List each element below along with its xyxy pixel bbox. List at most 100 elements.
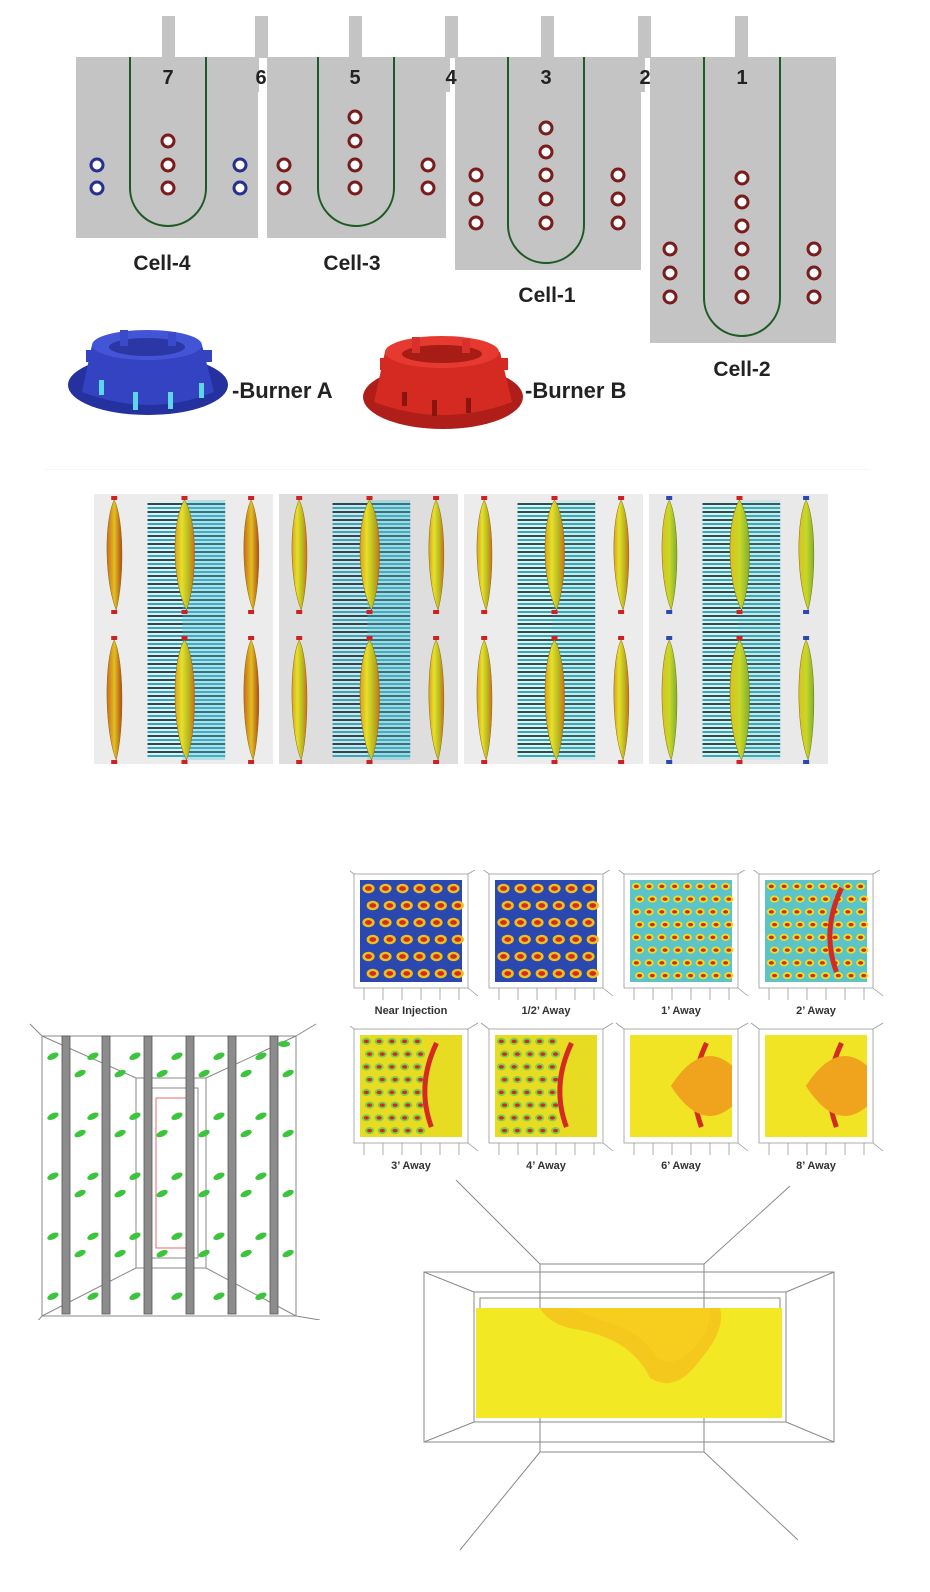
- droplet: [255, 1292, 267, 1300]
- burner-ring: [610, 215, 626, 231]
- droplet: [213, 1112, 225, 1120]
- burner-ring: [734, 265, 750, 281]
- burner-ring: [662, 265, 678, 281]
- burner-ring: [538, 167, 554, 183]
- droplet: [156, 1249, 168, 1258]
- burner-ring: [420, 157, 436, 173]
- droplet: [129, 1052, 141, 1060]
- burner-ring: [420, 180, 436, 196]
- flame-simulation-panels: [94, 494, 828, 764]
- contour-map: [615, 1022, 749, 1155]
- droplet: [47, 1052, 59, 1060]
- droplet: [114, 1069, 126, 1078]
- droplet: [171, 1112, 183, 1120]
- droplet: [87, 1172, 99, 1180]
- droplet: [87, 1052, 99, 1060]
- droplet: [198, 1129, 210, 1138]
- anode-outline-cell-1: [507, 57, 585, 264]
- burner-ring: [538, 191, 554, 207]
- burner-ring: [662, 289, 678, 305]
- burner-ring: [538, 144, 554, 160]
- droplet: [129, 1292, 141, 1300]
- burner-ring: [734, 218, 750, 234]
- slot-number: 4: [445, 67, 457, 89]
- droplet: [114, 1129, 126, 1138]
- cell-label: Cell-4: [133, 252, 191, 275]
- cell-1-block: [455, 57, 650, 270]
- burner-ring: [347, 133, 363, 149]
- droplet: [198, 1249, 210, 1258]
- burner-ring: [89, 157, 105, 173]
- slot-number: 6: [255, 67, 266, 89]
- droplet: [156, 1069, 168, 1078]
- droplet: [282, 1129, 294, 1138]
- burner-ring: [734, 170, 750, 186]
- burner-ring: [89, 180, 105, 196]
- burner-ring: [232, 180, 248, 196]
- burner-ring: [610, 167, 626, 183]
- burner-ring: [468, 215, 484, 231]
- contour-map-label: 1’ Away: [661, 1005, 702, 1017]
- burner-ring: [662, 241, 678, 257]
- flame-panel: [279, 494, 458, 764]
- burner-ring: [347, 109, 363, 125]
- pipe: [227, 1035, 237, 1315]
- anode-outline-cell-3: [317, 57, 395, 227]
- droplet: [87, 1112, 99, 1120]
- droplet: [171, 1292, 183, 1300]
- droplet: [114, 1189, 126, 1198]
- droplet: [47, 1232, 59, 1240]
- droplet: [255, 1172, 267, 1180]
- droplet: [171, 1052, 183, 1060]
- duct-perspective-view: [423, 1180, 835, 1551]
- flame-panel: [94, 494, 273, 764]
- droplet: [47, 1292, 59, 1300]
- droplet: [129, 1232, 141, 1240]
- droplet: [240, 1069, 252, 1078]
- contour-map-label: 1/2’ Away: [522, 1005, 572, 1017]
- burner-ring: [734, 289, 750, 305]
- contour-map: [483, 870, 614, 1000]
- slot-number: 3: [540, 67, 551, 89]
- droplet: [114, 1249, 126, 1258]
- burner-ring: [806, 241, 822, 257]
- contour-map: [618, 870, 749, 1000]
- top-tabs: [162, 16, 748, 58]
- contour-map-label: Near Injection: [375, 1005, 448, 1017]
- droplet: [240, 1249, 252, 1258]
- slot-number: 7: [162, 67, 173, 89]
- droplet: [171, 1232, 183, 1240]
- droplet: [87, 1292, 99, 1300]
- burner-markers: [89, 109, 822, 305]
- burner-ring: [468, 191, 484, 207]
- burner-ring: [610, 191, 626, 207]
- slot-number: 1: [736, 67, 747, 89]
- cell-label: Cell-3: [323, 252, 380, 275]
- droplet: [156, 1189, 168, 1198]
- pipe: [269, 1035, 279, 1315]
- burner-ring: [538, 120, 554, 136]
- slot-number: 5: [349, 67, 360, 89]
- droplet: [171, 1172, 183, 1180]
- droplet: [129, 1112, 141, 1120]
- droplet: [282, 1249, 294, 1258]
- droplet: [255, 1112, 267, 1120]
- droplet: [74, 1249, 86, 1258]
- flame-panel: [649, 494, 828, 764]
- burner-b-icon: [363, 336, 523, 429]
- burner-ring: [806, 289, 822, 305]
- droplet: [240, 1189, 252, 1198]
- contour-map-label: 8’ Away: [796, 1160, 837, 1172]
- contour-map-label: 3’ Away: [391, 1160, 432, 1172]
- burner-ring: [276, 180, 292, 196]
- slot-number: 2: [639, 67, 650, 89]
- pipe: [101, 1035, 111, 1315]
- burner-ring: [734, 194, 750, 210]
- droplet: [240, 1129, 252, 1138]
- droplet: [213, 1052, 225, 1060]
- droplet: [47, 1172, 59, 1180]
- pipe-wireframe-view: [29, 1023, 321, 1320]
- contour-map: [480, 1022, 614, 1155]
- burner-ring: [347, 157, 363, 173]
